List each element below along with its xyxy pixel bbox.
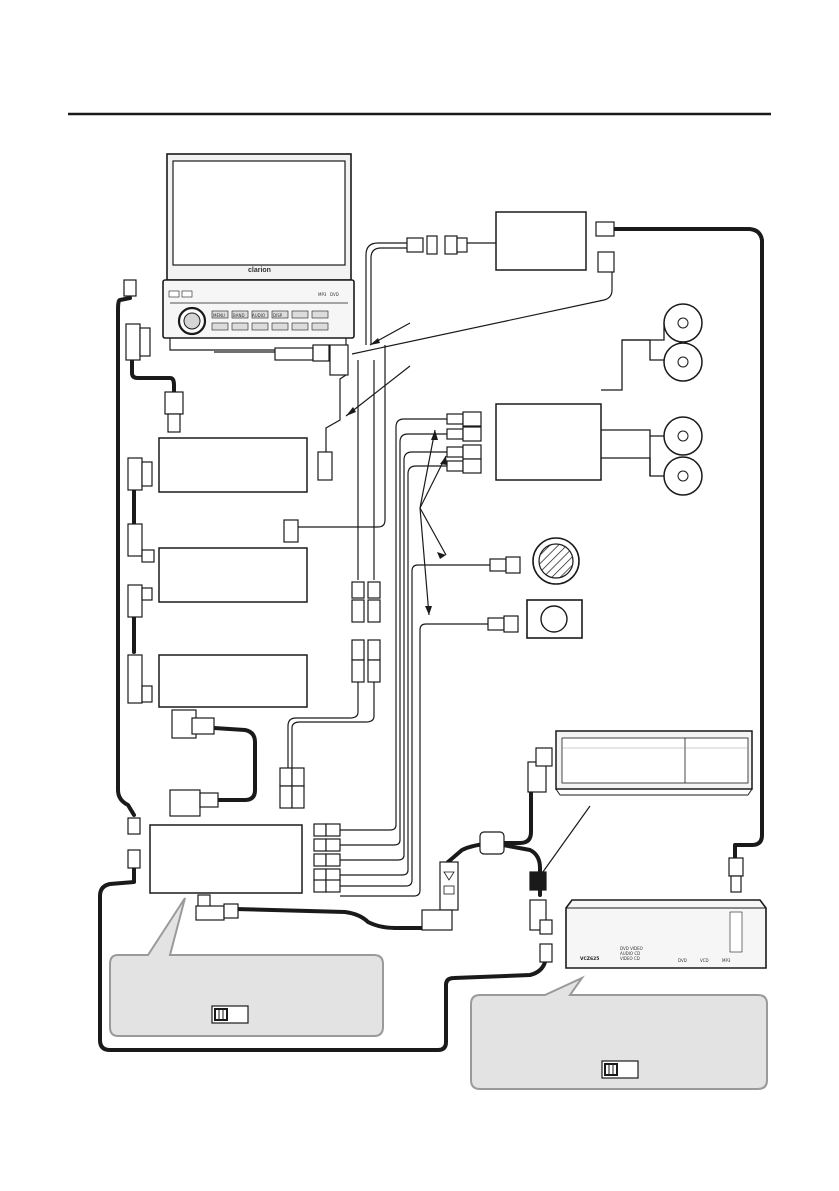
callout-left	[109, 897, 384, 1037]
rear-monitor	[526, 599, 583, 639]
slide-switch-icon	[601, 1060, 639, 1079]
hu-button-band: BAND	[233, 313, 245, 318]
box-tv-tuner	[149, 824, 303, 894]
thin-wiring	[214, 242, 613, 897]
brand-logo: clarion	[248, 267, 271, 274]
svg-text:DVD: DVD	[678, 958, 687, 963]
connector-markings	[443, 871, 455, 895]
hu-badge-mp3: MP3	[318, 292, 327, 297]
hu-button-audio: AUDIO	[252, 313, 265, 318]
hu-badge-dvd: DVD	[330, 292, 339, 297]
dvd-changer: VCZ625 DVD VIDEO AUDIO CD VIDEO CD DVD V…	[565, 899, 767, 969]
hu-button-menu: MENU	[213, 313, 225, 318]
head-unit: clarion DVD MP3 MENU BAND AUDIO DISP	[162, 153, 355, 351]
speaker-wiring	[601, 323, 665, 477]
svg-text:DVD VIDEO: DVD VIDEO	[620, 946, 643, 951]
svg-text:VCD: VCD	[700, 958, 709, 963]
subwoofer-icon	[532, 537, 580, 585]
dvd-changer-slim	[555, 730, 753, 796]
box-left-1	[158, 437, 308, 493]
dvd-model-label: VCZ625	[580, 956, 599, 962]
callout-right	[470, 975, 768, 1090]
svg-text:AUDIO CD: AUDIO CD	[620, 951, 640, 956]
arrow-icon	[346, 338, 447, 615]
svg-text:VIDEO CD: VIDEO CD	[620, 956, 640, 961]
slide-switch-icon	[211, 1005, 249, 1024]
box-amplifier	[495, 403, 602, 481]
cable-bus	[98, 227, 764, 1052]
box-left-3	[158, 654, 308, 708]
speaker-icon	[663, 303, 703, 496]
connector-blocks	[123, 221, 744, 963]
hu-button-disp: DISP	[273, 313, 283, 318]
box-left-2	[158, 547, 308, 603]
box-top-right	[495, 211, 587, 271]
svg-text:MP3: MP3	[722, 958, 731, 963]
